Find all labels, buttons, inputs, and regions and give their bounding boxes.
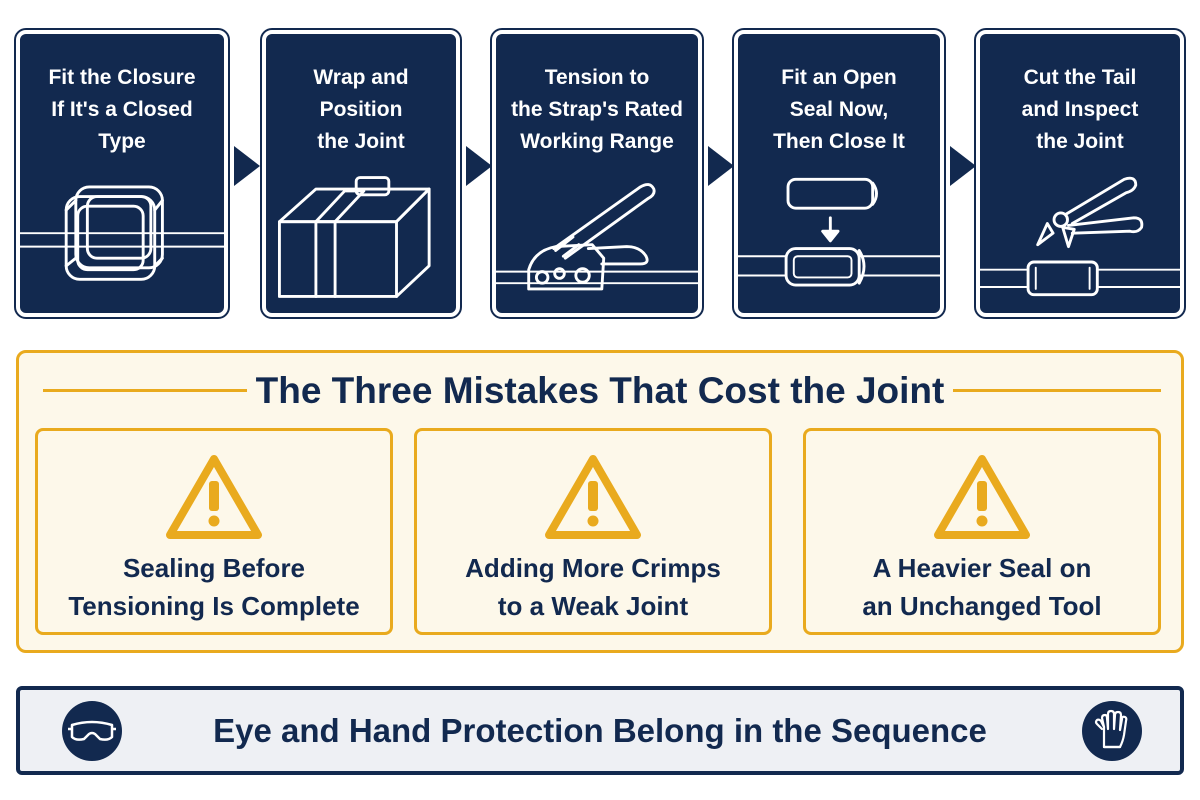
tensioner-tool-icon xyxy=(496,167,698,307)
step-arrow-icon xyxy=(464,146,492,186)
title-rule-right xyxy=(953,389,1161,392)
mistakes-title: The Three Mistakes That Cost the Joint xyxy=(255,370,945,411)
warning-icon xyxy=(164,453,264,541)
step-card-3: Tension to the Strap's Rated Working Ran… xyxy=(490,28,704,319)
mistakes-panel: The Three Mistakes That Cost the Joint S… xyxy=(16,350,1184,653)
step-card-1: Fit the Closure If It's a Closed Type xyxy=(14,28,230,319)
step-arrow-icon xyxy=(948,146,976,186)
mistake-text: Adding More Crimps to a Weak Joint xyxy=(465,553,721,621)
mistake-card-2: Adding More Crimps to a Weak Joint xyxy=(414,428,772,635)
step-card-5: Cut the Tail and Inspect the Joint xyxy=(974,28,1186,319)
safety-text: Eye and Hand Protection Belong in the Se… xyxy=(213,712,987,749)
warning-icon xyxy=(543,453,643,541)
step-card-4: Fit an Open Seal Now, Then Close It xyxy=(732,28,946,319)
step-title: Wrap and Position the Joint xyxy=(313,66,409,153)
safety-banner: Eye and Hand Protection Belong in the Se… xyxy=(16,686,1184,775)
step-arrow-icon xyxy=(232,146,260,186)
safety-goggles-icon xyxy=(62,701,122,761)
title-rule-left xyxy=(43,389,247,392)
mistake-text: Sealing Before Tensioning Is Complete xyxy=(68,553,360,621)
step-card-2: Wrap and Position the Joint xyxy=(260,28,462,319)
step-title: Cut the Tail and Inspect the Joint xyxy=(1021,66,1139,153)
warning-icon xyxy=(932,453,1032,541)
mistake-card-3: A Heavier Seal on an Unchanged Tool xyxy=(803,428,1161,635)
step-title: Tension to the Strap's Rated Working Ran… xyxy=(511,66,683,153)
mistake-card-1: Sealing Before Tensioning Is Complete xyxy=(35,428,393,635)
step-title: Fit an Open Seal Now, Then Close It xyxy=(773,66,905,153)
strapped-box-icon xyxy=(266,167,456,307)
step-arrow-icon xyxy=(706,146,734,186)
open-seal-icon xyxy=(738,167,940,307)
glove-icon xyxy=(1082,701,1142,761)
step-title: Fit the Closure If It's a Closed Type xyxy=(48,66,196,153)
mistake-text: A Heavier Seal on an Unchanged Tool xyxy=(862,553,1102,621)
cutter-icon xyxy=(980,167,1180,307)
closed-buckle-icon xyxy=(20,167,224,307)
